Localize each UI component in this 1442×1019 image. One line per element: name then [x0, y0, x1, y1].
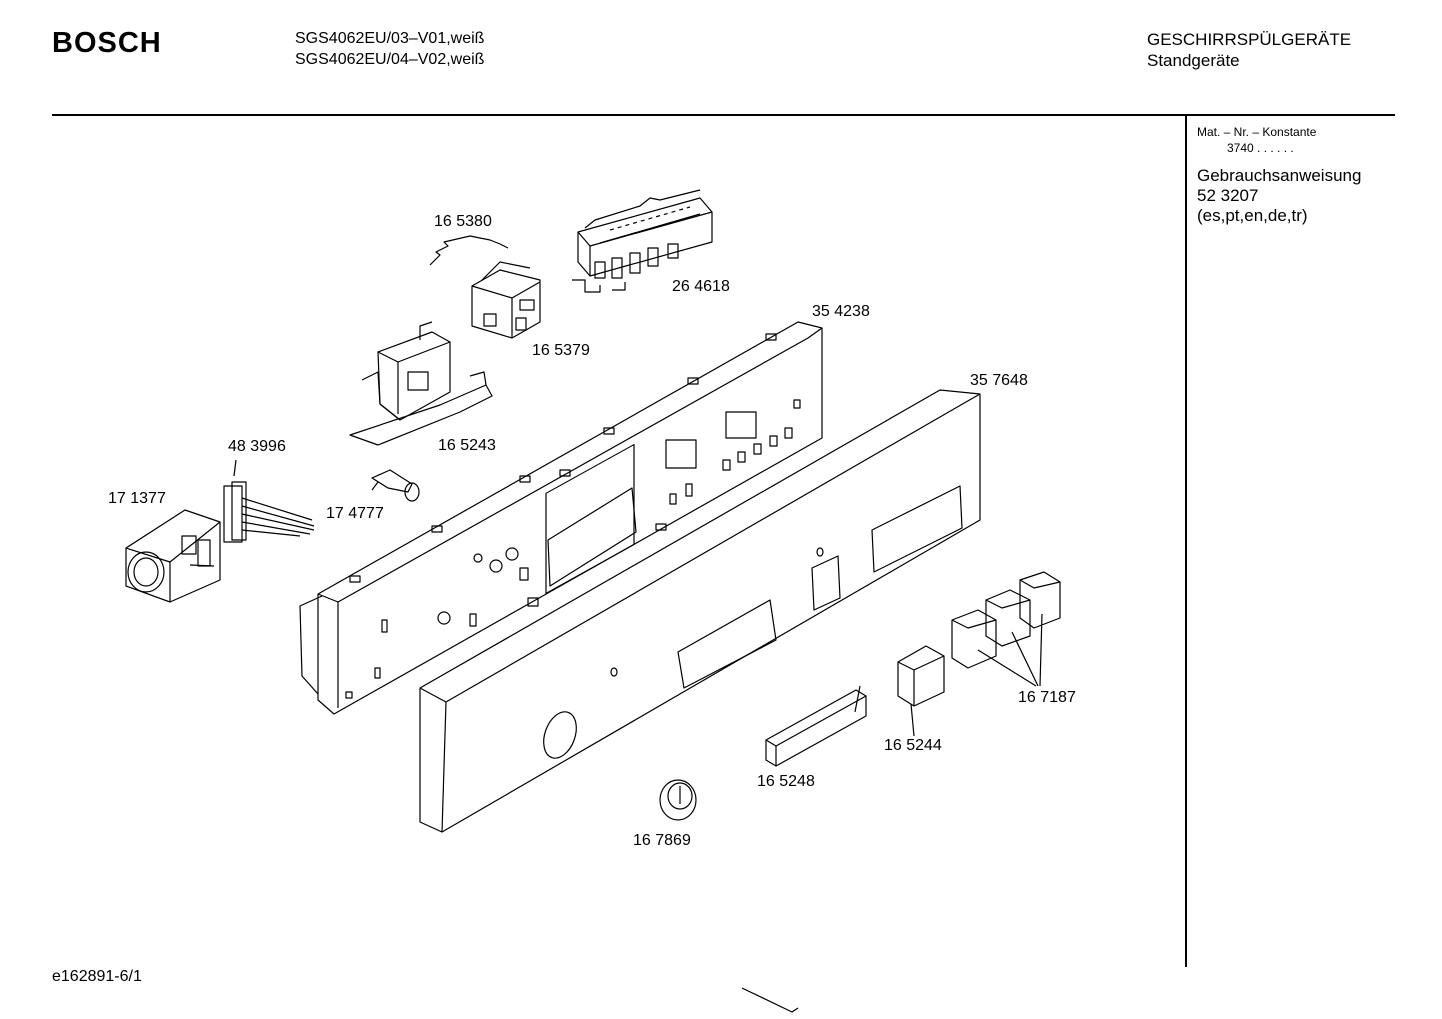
mat-nr-label: Mat. – Nr. – Konstante: [1197, 125, 1317, 139]
part-264618-switch-block: [572, 189, 713, 293]
part-357648-fascia: [419, 389, 981, 833]
manual-languages: (es,pt,en,de,tr): [1197, 206, 1308, 225]
part-167869-knob: [659, 779, 697, 821]
part-label-165380: 16 5380: [434, 213, 492, 230]
part-label-171377: 17 1377: [108, 490, 166, 507]
part-label-165243: 16 5243: [438, 437, 496, 454]
part-165248-trim-strip: [765, 689, 867, 767]
brand-logo: BOSCH: [52, 27, 162, 59]
model-line-1: SGS4062EU/03–V01,weiß: [295, 30, 485, 47]
part-165244-push-button: [897, 645, 945, 707]
part-165380-spring-clip: [429, 235, 509, 266]
part-174777-lamp: [371, 469, 420, 502]
part-label-165379: 16 5379: [532, 342, 590, 359]
part-165243-bracket: [349, 321, 493, 446]
corner-mark: [741, 987, 799, 1013]
model-line-2: SGS4062EU/04–V02,weiß: [295, 51, 485, 68]
part-165379-switch-housing: [471, 261, 541, 339]
part-label-165248: 16 5248: [757, 773, 815, 790]
part-label-264618: 26 4618: [672, 278, 730, 295]
part-label-483996: 48 3996: [228, 438, 286, 455]
part-label-357648: 35 7648: [970, 372, 1028, 389]
part-label-167187: 16 7187: [1018, 689, 1076, 706]
part-171377-programme-timer: [125, 509, 221, 603]
mat-nr-value: 3740 . . . . . .: [1227, 141, 1294, 155]
header-divider: [52, 114, 1395, 116]
drawing-id: e162891-6/1: [52, 968, 142, 985]
manual-number: 52 3207: [1197, 186, 1259, 205]
subcategory-title: Standgeräte: [1147, 51, 1240, 70]
part-label-354238: 35 4238: [812, 303, 870, 320]
part-label-174777: 17 4777: [326, 505, 384, 522]
part-354238-panel-frame: [299, 321, 823, 715]
sidebar-divider: [1185, 116, 1187, 967]
part-label-165244: 16 5244: [884, 737, 942, 754]
part-167187-button-set: [951, 571, 1061, 687]
category-title: GESCHIRRSPÜLGERÄTE: [1147, 30, 1352, 49]
manual-title: Gebrauchsanweisung: [1197, 166, 1362, 185]
part-483996-cable-harness: [223, 459, 315, 543]
part-label-167869: 16 7869: [633, 832, 691, 849]
